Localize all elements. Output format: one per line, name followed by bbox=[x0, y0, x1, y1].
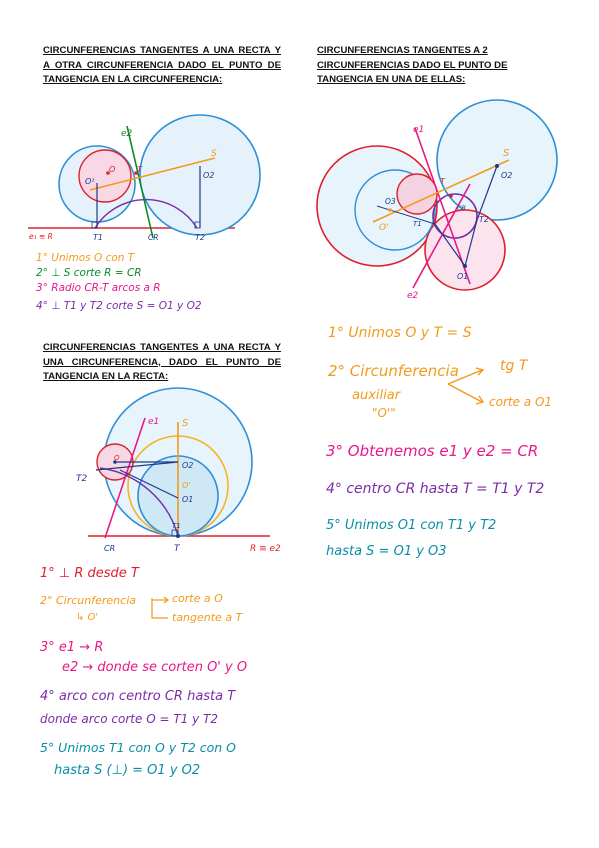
arc-cr bbox=[94, 198, 198, 229]
circle-o2 bbox=[436, 99, 558, 221]
branch-arrows-3 bbox=[151, 596, 169, 619]
s2-step-5b: hasta S = O1 y O3 bbox=[326, 544, 447, 559]
label-e1r: e₁ ≡ R bbox=[29, 232, 53, 241]
seg-o2-t2 bbox=[476, 165, 498, 221]
s1-step-1: 1° Unimos O con T bbox=[36, 252, 135, 264]
label-t2: T2 bbox=[195, 233, 205, 242]
s3-step-2: 2° Circunferencia bbox=[40, 594, 136, 607]
label-e1: e1 bbox=[148, 417, 159, 427]
branch-arrows-2 bbox=[447, 367, 485, 405]
s2-step-4: 4° centro CR hasta T = T1 y T2 bbox=[326, 481, 545, 497]
seg-o1-t2 bbox=[464, 219, 478, 267]
s2-step-2-aux: auxiliar bbox=[352, 388, 401, 403]
figure-3: e1 S T2 O O2 O' O1 T1 CR T R ≡ e2 bbox=[76, 387, 281, 554]
s2-step-2: 2° Circunferencia bbox=[328, 362, 459, 380]
label-oprime: O' bbox=[379, 223, 389, 233]
figure-2: e1 S O2 O3 T O' CR T1 T2 O1 e2 bbox=[316, 99, 558, 301]
label-o1: O¹ bbox=[85, 177, 95, 186]
figure-1: e2 O¹ O T S O2 e₁ ≡ R T1 CR T2 bbox=[28, 114, 261, 242]
label-oprime: O' bbox=[182, 481, 191, 490]
s3-step-5b: hasta S (⊥) = O1 y O2 bbox=[54, 763, 201, 778]
s1-step-2: 2° ⊥ S corte R = CR bbox=[36, 267, 142, 279]
line-e2 bbox=[412, 183, 471, 289]
seg-o3 bbox=[376, 205, 436, 225]
label-re2: R ≡ e2 bbox=[250, 544, 281, 554]
line-s bbox=[89, 157, 216, 191]
label-t: T bbox=[174, 544, 181, 554]
seg-t1-o1 bbox=[119, 469, 179, 499]
label-o: O bbox=[114, 454, 120, 462]
label-o3: O3 bbox=[385, 197, 396, 206]
label-t1: T1 bbox=[93, 233, 103, 242]
s3-step-2-oprime: ↳ O' bbox=[76, 612, 99, 623]
circle-o bbox=[78, 149, 132, 203]
s2-step-2-corte: corte a O1 bbox=[489, 395, 553, 409]
circle-o-given bbox=[396, 173, 438, 215]
seg-t2-o2 bbox=[95, 461, 179, 471]
s1-step-3: 3° Radio CR-T arcos a R bbox=[36, 282, 161, 294]
label-e2: e2 bbox=[407, 291, 419, 301]
s3-step-3b: e2 → donde se corten O' y O bbox=[62, 660, 248, 675]
s1-step-4: 4° ⊥ T1 y T2 corte S = O1 y O2 bbox=[36, 300, 202, 312]
s3-step-1: 1° ⊥ R desde T bbox=[40, 566, 139, 581]
s3-step-4b: donde arco corte O = T1 y T2 bbox=[40, 712, 218, 726]
label-t1: T1 bbox=[413, 220, 422, 228]
label-o2: O2 bbox=[203, 171, 214, 180]
label-t2: T2 bbox=[479, 215, 489, 224]
s3-step-2-tangente: tangente a T bbox=[172, 611, 243, 624]
label-o: O bbox=[109, 165, 115, 174]
s2-step-2-tg: tg T bbox=[500, 358, 528, 374]
line-e1 bbox=[104, 417, 146, 539]
s3-step-4: 4° arco con centro CR hasta T bbox=[40, 689, 236, 704]
label-t: T bbox=[440, 177, 446, 186]
label-e2: e2 bbox=[121, 129, 133, 139]
section1-title: CIRCUNFERENCIAS TANGENTES A UNA RECTA Y … bbox=[43, 45, 281, 85]
s2-step-2-oprime: "O'" bbox=[372, 406, 396, 420]
label-o2: O2 bbox=[501, 171, 512, 180]
s2-step-3: 3° Obtenemos e1 y e2 = CR bbox=[326, 442, 539, 460]
section2-title: CIRCUNFERENCIAS TANGENTES A 2 CIRCUNFERE… bbox=[317, 45, 508, 85]
label-t: T bbox=[137, 165, 143, 174]
s3-step-3: 3° e1 → R bbox=[40, 640, 104, 655]
label-t1: T1 bbox=[172, 522, 181, 530]
line-e2 bbox=[126, 125, 154, 239]
label-e1: e1 bbox=[413, 125, 424, 135]
label-o2: O2 bbox=[182, 461, 193, 470]
label-cr: CR bbox=[457, 204, 466, 212]
circle-o3 bbox=[432, 193, 478, 239]
s2-step-5: 5° Unimos O1 con T1 y T2 bbox=[326, 518, 497, 533]
label-cr: CR bbox=[104, 544, 115, 553]
label-s: S bbox=[211, 149, 217, 159]
label-o1: O1 bbox=[182, 495, 193, 504]
section3-title: CIRCUNFERENCIAS TANGENTES A UNA RECTA Y … bbox=[43, 342, 281, 382]
label-s: S bbox=[503, 148, 510, 159]
s3-step-5: 5° Unimos T1 con O y T2 con O bbox=[40, 740, 237, 755]
s2-step-1: 1° Unimos O y T = S bbox=[328, 325, 472, 341]
circle-o-aux bbox=[354, 169, 436, 251]
label-o1: O1 bbox=[457, 272, 468, 281]
label-t2: T2 bbox=[76, 474, 87, 484]
arc-cr bbox=[99, 467, 179, 537]
seg-o1-t1 bbox=[434, 223, 466, 267]
label-cr: CR bbox=[148, 233, 158, 242]
label-s: S bbox=[182, 418, 189, 429]
s3-step-2-corte: corte a O bbox=[172, 592, 223, 605]
line-e1 bbox=[414, 127, 471, 285]
